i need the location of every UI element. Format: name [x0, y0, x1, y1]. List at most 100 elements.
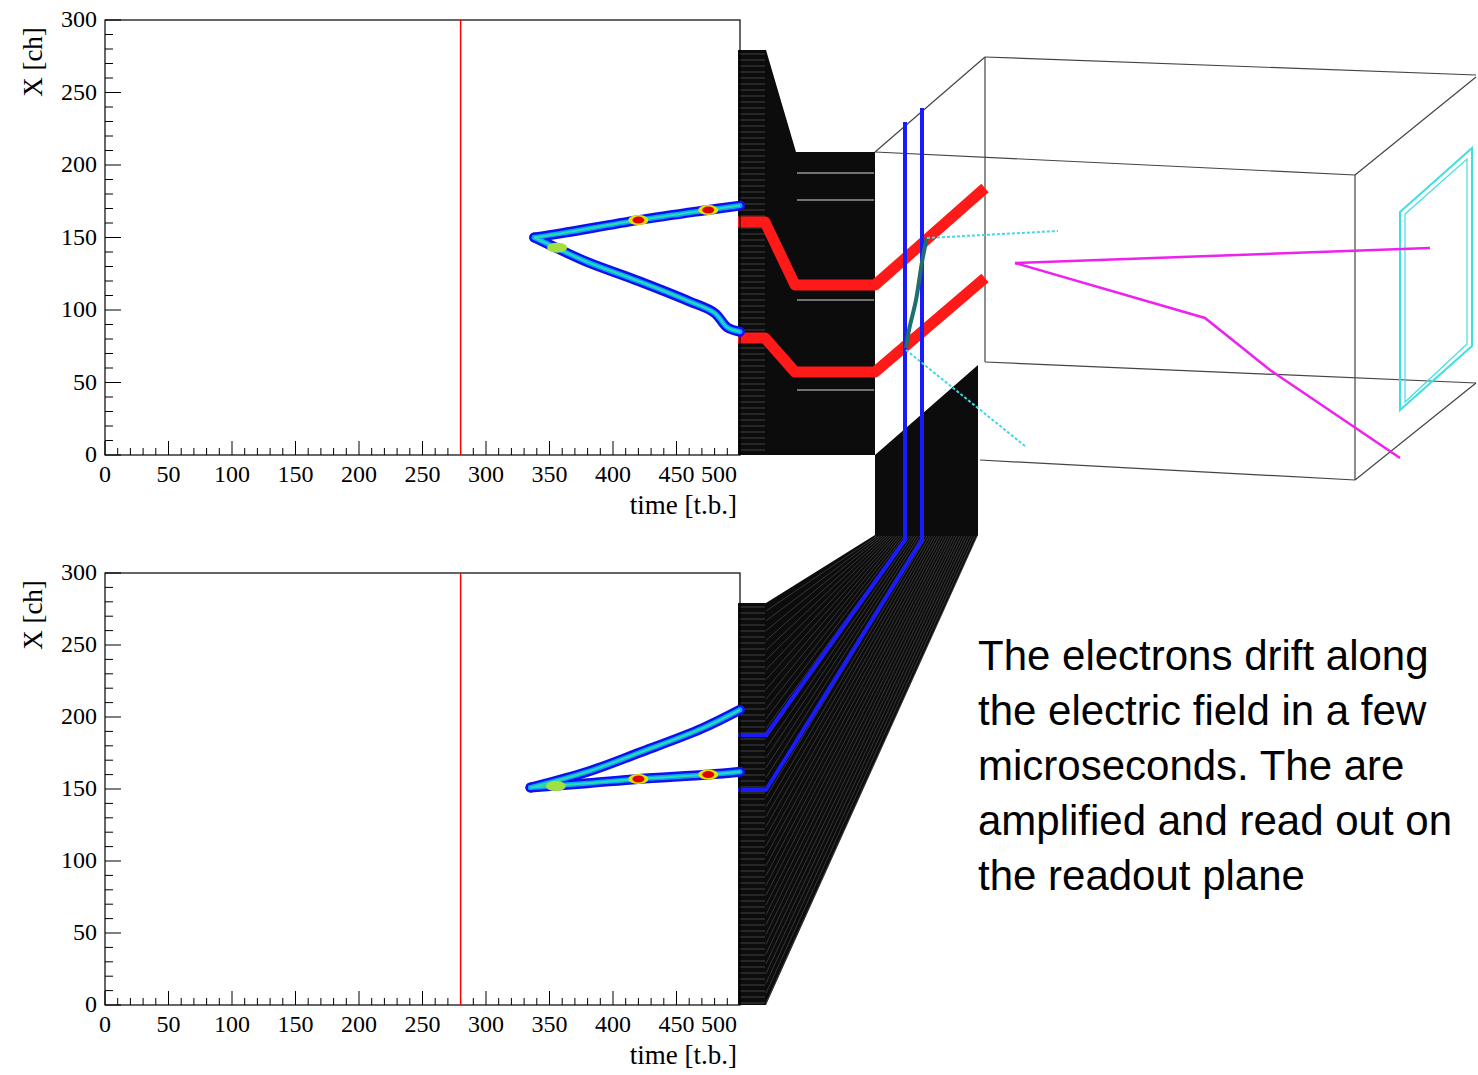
axis-tick-label: 200 [341, 1012, 377, 1037]
axis-tick-label: 300 [468, 1012, 504, 1037]
axis-tick-label: 150 [61, 776, 97, 801]
x-tick-mark [384, 448, 385, 455]
strip-gap-line [797, 300, 874, 301]
strip-fan-line [766, 536, 955, 915]
strip-line [739, 186, 765, 187]
strip-line [739, 294, 765, 295]
x-tick-mark [117, 998, 118, 1005]
strip-line [739, 631, 765, 632]
x-tick-mark [219, 448, 220, 455]
track-outer [534, 206, 740, 238]
strip-line [739, 721, 765, 722]
strip-line [739, 1003, 765, 1004]
box-edge [875, 152, 1355, 175]
x-tick-mark [282, 998, 283, 1005]
strip-line [739, 246, 765, 247]
y-tick-mark [105, 745, 113, 746]
strip-line [739, 841, 765, 842]
y-tick-mark [105, 179, 113, 180]
x-tick-mark [384, 998, 385, 1005]
strip-line [739, 396, 765, 397]
label-anchor: 250 [405, 1012, 441, 1037]
strip-line [739, 787, 765, 788]
x-tick-mark [181, 998, 182, 1005]
y-tick-mark [105, 223, 113, 224]
label-anchor: 0 [99, 1012, 111, 1037]
strip-line [739, 258, 765, 259]
label-anchor: 0 [99, 462, 111, 487]
x-tick-mark [105, 991, 106, 1005]
x-tick-mark [435, 998, 436, 1005]
strip-line [739, 84, 765, 85]
y-tick-mark [105, 252, 113, 253]
strip-line [739, 390, 765, 391]
strip-line [739, 745, 765, 746]
strip-fan-line [766, 536, 915, 758]
x-tick-mark [435, 448, 436, 455]
hit-strip-y [738, 122, 905, 735]
strip-line [739, 697, 765, 698]
strip-line [739, 102, 765, 103]
label-anchor: 250 [61, 80, 97, 105]
x-tick-mark [333, 448, 334, 455]
y-tick-mark [105, 904, 113, 905]
label-anchor: 450 [659, 462, 695, 487]
strip-block-lower [738, 365, 978, 1005]
strip-line [739, 643, 765, 644]
x-tick-mark [689, 998, 690, 1005]
strip-line [739, 811, 765, 812]
axis-title: X [ch] [19, 27, 47, 97]
x-tick-mark [333, 998, 334, 1005]
x-tick-mark [625, 448, 626, 455]
box-edge [984, 57, 985, 362]
x-tick-mark [740, 991, 741, 1005]
x-tick-mark [447, 448, 448, 455]
x-tick-mark [663, 998, 664, 1005]
strip-line [739, 420, 765, 421]
x-tick-mark [105, 441, 106, 455]
x-tick-mark [638, 448, 639, 455]
label-anchor: 300 [468, 462, 504, 487]
plot-area [105, 20, 740, 455]
strip-line [739, 432, 765, 433]
x-tick-mark [346, 998, 347, 1005]
x-tick-mark [524, 448, 525, 455]
strip-line [739, 150, 765, 151]
x-tick-mark [600, 448, 601, 455]
x-tick-mark [638, 998, 639, 1005]
trigger-frame [1400, 148, 1472, 410]
strip-line [739, 378, 765, 379]
strip-fan-line [766, 536, 880, 621]
y-tick-mark [105, 889, 113, 890]
track-outer [530, 710, 740, 788]
x-tick-mark [486, 441, 487, 455]
strip-line [739, 679, 765, 680]
x-tick-mark [740, 441, 741, 455]
axis-tick-label: 300 [61, 7, 97, 32]
strip-fan-line [766, 536, 917, 768]
x-tick-mark [498, 448, 499, 455]
x-tick-mark [244, 998, 245, 1005]
strip-fan-line [766, 536, 895, 680]
strip-fan-line [766, 536, 957, 925]
trigger-time-line [460, 573, 462, 1005]
axis-tick-label: 250 [405, 462, 441, 487]
charge-peak [632, 775, 644, 782]
trigger-time-line [460, 20, 462, 455]
charge-blob [698, 770, 718, 780]
axis-tick-label: 400 [595, 1012, 631, 1037]
strip-fan-line [766, 536, 947, 885]
label-anchor: 50 [73, 920, 97, 945]
label-anchor: 200 [61, 704, 97, 729]
strip-fan-line [766, 536, 960, 934]
axis-tick-label: 200 [341, 462, 377, 487]
charge-blob [628, 215, 648, 225]
y-tick-mark [105, 976, 113, 977]
label-anchor: X [ch] [19, 580, 47, 650]
label-anchor: 0 [85, 442, 97, 467]
x-tick-mark [193, 448, 194, 455]
box-edge [985, 362, 1476, 383]
strip-line [739, 96, 765, 97]
strip-fan-line [766, 536, 975, 993]
label-anchor: 0 [85, 992, 97, 1017]
